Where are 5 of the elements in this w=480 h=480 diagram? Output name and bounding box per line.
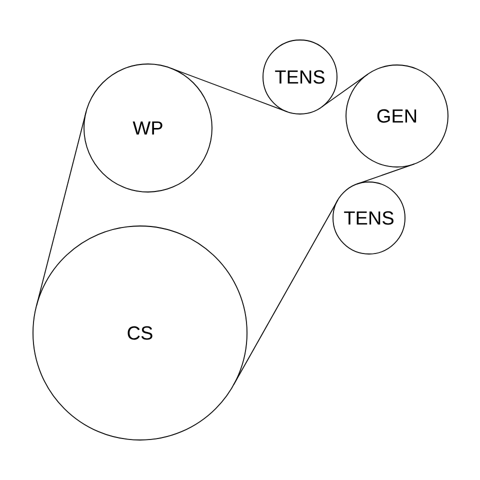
belt-line <box>170 68 288 112</box>
belt-line <box>321 74 368 108</box>
belt-line <box>36 111 87 306</box>
belt-line <box>233 200 338 386</box>
belt-line <box>356 163 415 184</box>
